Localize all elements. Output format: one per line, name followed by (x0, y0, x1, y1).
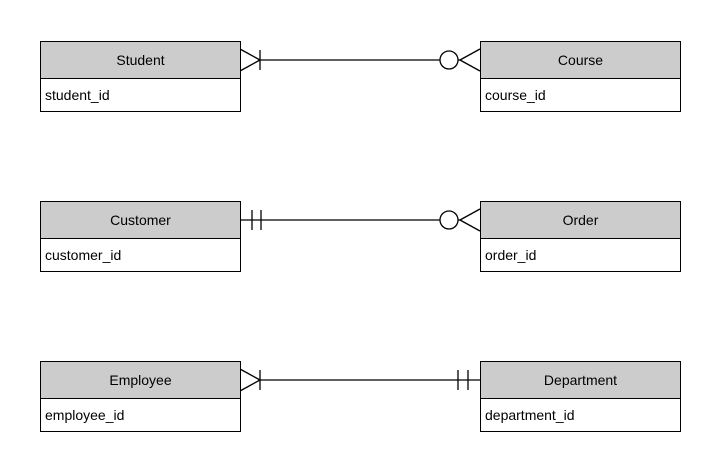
connector-student-course[interactable] (239, 48, 481, 72)
entity-attribute: customer_id (41, 239, 240, 271)
entity-title: Student (41, 42, 240, 79)
entity-attribute: order_id (481, 239, 680, 271)
exactly-one-icon (457, 370, 469, 390)
entity-course[interactable]: Course course_id (480, 41, 681, 112)
entity-employee[interactable]: Employee employee_id (40, 361, 241, 432)
entity-department[interactable]: Department department_id (480, 361, 681, 432)
one-or-many-icon (239, 48, 261, 72)
entity-student[interactable]: Student student_id (40, 41, 241, 112)
zero-or-many-icon (439, 48, 481, 72)
entity-attribute: employee_id (41, 399, 240, 431)
entity-customer[interactable]: Customer customer_id (40, 201, 241, 272)
entity-title: Department (481, 362, 680, 399)
entity-title: Customer (41, 202, 240, 239)
one-or-many-icon (239, 368, 261, 392)
entity-title: Employee (41, 362, 240, 399)
connector-customer-order[interactable] (240, 208, 481, 232)
entity-attribute: course_id (481, 79, 680, 111)
zero-or-many-icon (439, 208, 481, 232)
entity-title: Order (481, 202, 680, 239)
entity-title: Course (481, 42, 680, 79)
entity-order[interactable]: Order order_id (480, 201, 681, 272)
entity-attribute: student_id (41, 79, 240, 111)
connector-employee-department[interactable] (239, 368, 480, 392)
entity-attribute: department_id (481, 399, 680, 431)
